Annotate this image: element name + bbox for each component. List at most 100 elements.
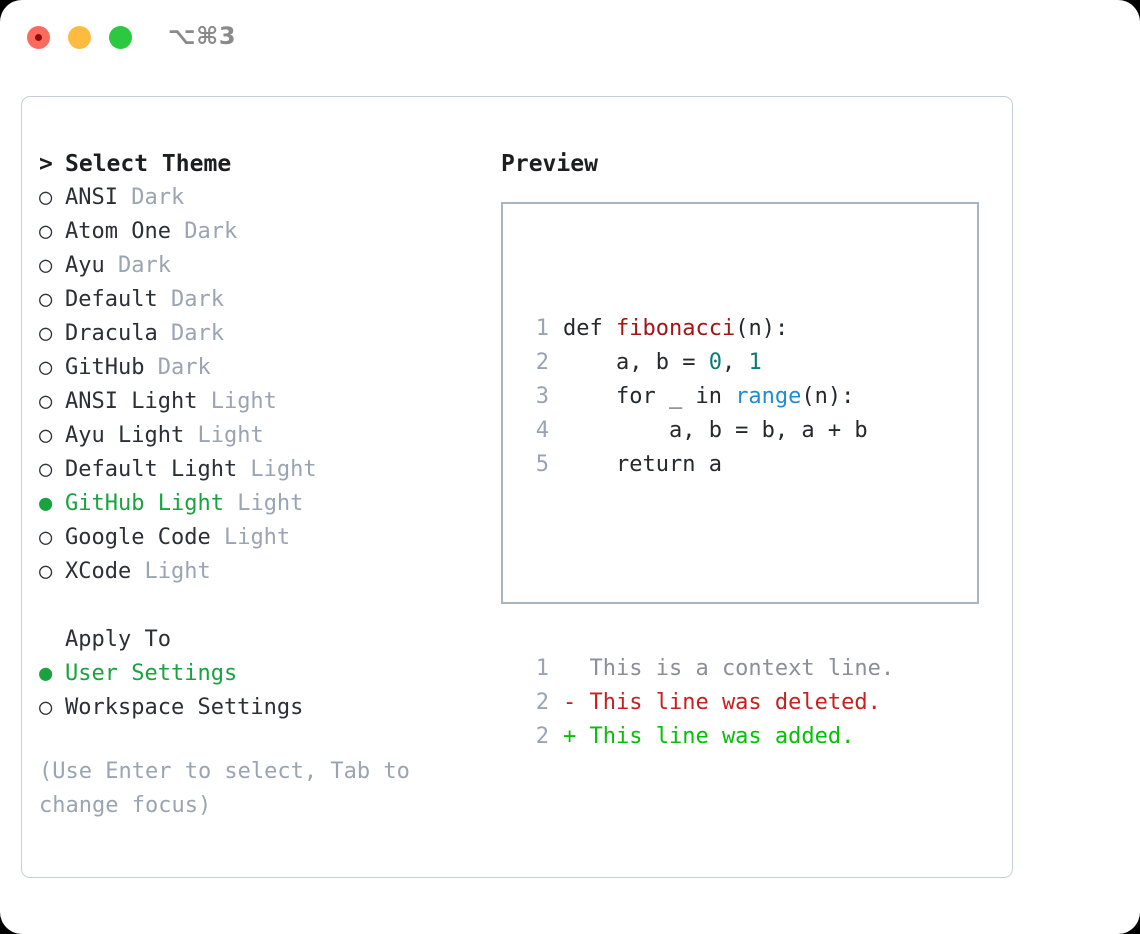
window-controls [27, 26, 132, 49]
apply-option-label: User Settings [65, 661, 238, 686]
minimize-button[interactable] [68, 26, 91, 49]
theme-option-label: Ayu [65, 253, 105, 278]
radio-unselected-icon: ○ [39, 321, 53, 346]
select-theme-heading: >Select Theme [39, 147, 479, 181]
close-button[interactable] [27, 26, 50, 49]
zoom-button[interactable] [109, 26, 132, 49]
radio-unselected-icon: ○ [39, 185, 53, 210]
line-number: 5 [535, 452, 549, 477]
radio-unselected-icon: ○ [39, 355, 53, 380]
blank-separator [523, 550, 894, 584]
theme-selector-column: >Select Theme ○ANSI Dark○Atom One Dark○A… [39, 147, 479, 823]
theme-option-default-light[interactable]: ○ Default Light Light [39, 453, 479, 487]
title-bar: ⌥⌘3 [0, 0, 1140, 78]
theme-option-ansi[interactable]: ○ ANSI Dark [39, 181, 479, 215]
theme-option-github[interactable]: ○ GitHub Dark [39, 351, 479, 385]
diff-line-ctx: 1 This is a context line. [523, 652, 894, 686]
apply-to-list: ● User Settings ○ Workspace Settings [39, 657, 479, 725]
theme-option-label: Default Light [65, 457, 238, 482]
apply-to-heading: Apply To [39, 623, 479, 657]
theme-option-kind: Light [131, 559, 211, 584]
line-number: 1 [535, 316, 549, 341]
apply-option-label: Workspace Settings [65, 695, 304, 720]
theme-option-label: XCode [65, 559, 132, 584]
theme-option-google-code[interactable]: ○ Google Code Light [39, 521, 479, 555]
line-number: 2 [535, 690, 549, 715]
code-line: 5 return a [523, 448, 894, 482]
theme-option-kind: Dark [117, 185, 185, 210]
content-panel: >Select Theme ○ANSI Dark○Atom One Dark○A… [21, 96, 1013, 878]
theme-option-kind: Dark [157, 321, 224, 346]
theme-option-atom-one[interactable]: ○ Atom One Dark [39, 215, 479, 249]
diff-line-text: - This line was deleted. [563, 690, 881, 715]
code-token: return a [563, 452, 722, 477]
radio-unselected-icon: ○ [39, 457, 53, 482]
code-token: for _ in [563, 384, 736, 409]
diff-line-add: 2 + This line was added. [523, 720, 894, 754]
theme-option-label: ANSI Light [65, 389, 198, 414]
apply-to-indent [39, 623, 65, 657]
radio-unselected-icon: ○ [39, 525, 53, 550]
diff-line-text: + This line was added. [563, 724, 855, 749]
keyboard-hint: (Use Enter to select, Tab to change focu… [39, 759, 424, 818]
code-line: 3 for _ in range(n): [523, 380, 894, 414]
radio-selected-icon: ● [39, 661, 53, 686]
code-token: 0 [708, 350, 722, 375]
theme-option-ayu-light[interactable]: ○ Ayu Light Light [39, 419, 479, 453]
theme-option-kind: Light [237, 457, 317, 482]
theme-option-kind: Light [223, 491, 304, 516]
theme-option-kind: Dark [170, 219, 238, 244]
theme-option-default[interactable]: ○ Default Dark [39, 283, 479, 317]
focus-caret-icon: > [39, 151, 53, 177]
apply-to-title: Apply To [65, 627, 171, 652]
code-token: a, b = b, a + b [563, 418, 868, 443]
theme-option-kind: Light [210, 525, 291, 550]
code-line: 1 def fibonacci(n): [523, 312, 894, 346]
theme-option-kind: Dark [157, 287, 224, 312]
code-token: def [563, 316, 616, 341]
code-token: fibonacci [615, 316, 736, 341]
apply-option-user-settings[interactable]: ● User Settings [39, 657, 479, 691]
theme-option-label: GitHub [65, 355, 145, 380]
theme-option-github-light[interactable]: ● GitHub Light Light [39, 487, 479, 521]
radio-unselected-icon: ○ [39, 559, 53, 584]
radio-unselected-icon: ○ [39, 695, 53, 720]
radio-unselected-icon: ○ [39, 287, 53, 312]
diff-line-del: 2 - This line was deleted. [523, 686, 894, 720]
apply-option-workspace-settings[interactable]: ○ Workspace Settings [39, 691, 479, 725]
theme-option-label: Default [65, 287, 158, 312]
code-token: (n): [735, 316, 789, 341]
theme-option-label: ANSI [65, 185, 118, 210]
code-token: 1 [748, 350, 762, 375]
line-number: 2 [535, 350, 549, 375]
radio-selected-icon: ● [39, 491, 53, 516]
line-number: 2 [535, 724, 549, 749]
theme-option-xcode[interactable]: ○ XCode Light [39, 555, 479, 589]
theme-option-kind: Light [184, 423, 264, 448]
theme-option-kind: Dark [144, 355, 211, 380]
theme-option-ansi-light[interactable]: ○ ANSI Light Light [39, 385, 479, 419]
code-token: a, b = [563, 350, 709, 375]
radio-unselected-icon: ○ [39, 389, 53, 414]
theme-list: ○ANSI Dark○Atom One Dark○Ayu Dark○Defaul… [39, 181, 479, 589]
code-token: range [735, 384, 802, 409]
theme-option-label: Atom One [65, 219, 171, 244]
radio-unselected-icon: ○ [39, 219, 53, 244]
radio-unselected-icon: ○ [39, 423, 53, 448]
theme-option-label: Ayu Light [65, 423, 185, 448]
theme-option-label: GitHub Light [65, 491, 224, 516]
theme-option-label: Google Code [65, 525, 211, 550]
code-line: 4 a, b = b, a + b [523, 414, 894, 448]
theme-option-kind: Light [197, 389, 277, 414]
theme-option-dracula[interactable]: ○Dracula Dark [39, 317, 479, 351]
code-line: 2 a, b = 0, 1 [523, 346, 894, 380]
preview-heading: Preview [501, 151, 598, 177]
line-number: 3 [535, 384, 549, 409]
line-number: 4 [535, 418, 549, 443]
theme-option-ayu[interactable]: ○Ayu Dark [39, 249, 479, 283]
